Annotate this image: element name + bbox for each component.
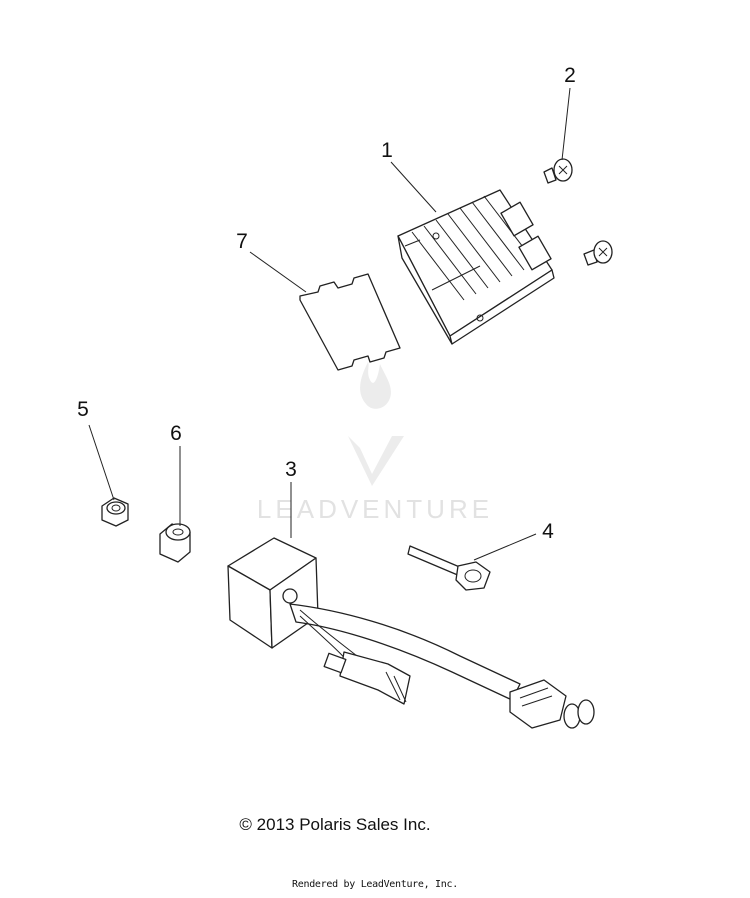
callout-3: 3	[285, 458, 297, 481]
callout-2: 2	[564, 64, 576, 87]
part-1-regulator	[397, 189, 555, 345]
callout-6: 6	[170, 422, 182, 445]
copyright-notice: © 2013 Polaris Sales Inc.	[239, 815, 431, 834]
part-2-screw-lower	[583, 240, 613, 266]
part-5-nut	[101, 497, 129, 527]
part-7-thermal-pad	[299, 273, 401, 371]
part-2-screw-upper	[543, 158, 573, 184]
part-4-bolt	[407, 545, 491, 591]
callout-7: 7	[236, 230, 248, 253]
callout-5: 5	[77, 398, 89, 421]
watermark-brand-text: LEADVENTURE	[257, 494, 493, 524]
leader-lines	[88, 87, 571, 561]
part-3-module-harness	[227, 537, 595, 729]
callout-4: 4	[542, 520, 554, 543]
part-6-spacer	[159, 523, 191, 563]
callout-1: 1	[381, 139, 393, 162]
leadventure-watermark: LEADVENTURE	[257, 362, 493, 524]
rendered-by-credit: Rendered by LeadVenture, Inc.	[292, 879, 458, 890]
